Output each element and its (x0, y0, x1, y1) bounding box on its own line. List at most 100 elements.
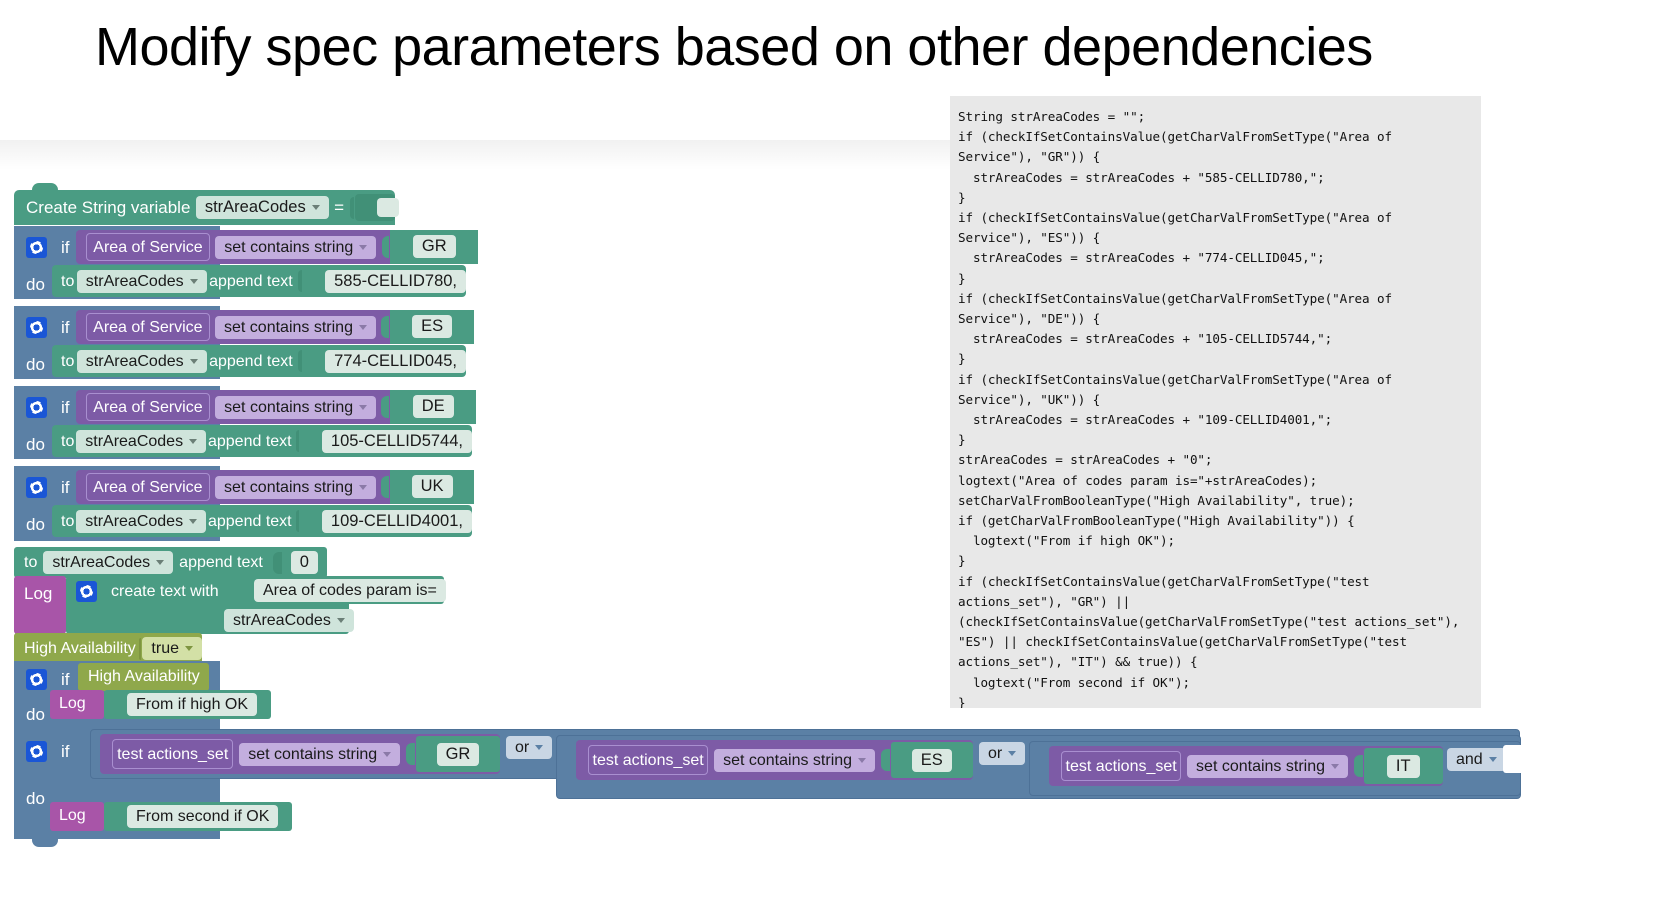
and-joiner-label: and (1456, 751, 1483, 768)
gear-icon[interactable] (26, 397, 47, 418)
condition-operand[interactable]: GR (436, 743, 480, 766)
condition-operand-block[interactable]: ES (390, 310, 474, 344)
log-if-high-text-socket[interactable]: From if high OK (104, 690, 271, 719)
block-condition[interactable]: Area of Service set contains string UK (76, 470, 474, 504)
block-condition[interactable]: Area of Service set contains string DE (76, 390, 477, 424)
create-text-item-literal-socket[interactable]: Area of codes param is= (236, 576, 446, 604)
high-availability-value-dropdown[interactable]: true (142, 637, 202, 660)
condition-field: test actions_set (592, 752, 704, 769)
or-joiner-dropdown-2[interactable]: or (979, 742, 1026, 765)
create-variable-value-socket[interactable] (355, 194, 400, 221)
chevron-down-icon (858, 757, 867, 763)
chevron-down-icon (311, 205, 320, 211)
condition-operator: set contains string (224, 318, 353, 336)
condition-field-chip[interactable]: Area of Service (86, 393, 210, 421)
log-second-if-text[interactable]: From second if OK (127, 805, 279, 828)
high-availability-label: High Availability (24, 640, 136, 657)
chevron-down-icon (156, 560, 165, 566)
condition-field: Area of Service (93, 319, 203, 336)
create-variable-label: Create String variable (26, 198, 191, 217)
append-text-value[interactable]: 105-CELLID5744, (321, 429, 472, 453)
condition-operator-dropdown[interactable]: set contains string (215, 395, 377, 419)
condition-operand-block[interactable]: GR (415, 736, 501, 772)
condition-operator-dropdown[interactable]: set contains string (215, 235, 377, 259)
condition-operator-dropdown[interactable]: set contains string (714, 748, 876, 772)
append-variable-dropdown[interactable]: strAreaCodes (76, 269, 207, 293)
condition-operand-block[interactable]: UK (390, 470, 474, 504)
condition-field-chip[interactable]: test actions_set (112, 739, 234, 769)
create-text-variable-dropdown[interactable]: strAreaCodes (224, 609, 354, 632)
condition-operator: set contains string (248, 745, 378, 763)
condition-field-chip[interactable]: Area of Service (86, 233, 210, 261)
condition-operand[interactable]: ES (911, 749, 952, 772)
chevron-down-icon (359, 404, 368, 410)
equals-label: = (334, 198, 345, 217)
block-append-text[interactable]: to strAreaCodes append text 774-CELLID04… (52, 345, 467, 377)
condition-group-2[interactable]: test actions_set set contains string ES (576, 740, 973, 780)
gear-icon[interactable] (26, 237, 47, 258)
create-text-label: create text with (111, 582, 219, 600)
block-log-if-high[interactable]: Log (50, 690, 104, 719)
log-second-if-text-socket[interactable]: From second if OK (104, 802, 292, 831)
append-text-label: append text (209, 352, 293, 370)
condition-operand[interactable]: IT (1386, 755, 1420, 778)
gear-icon[interactable] (26, 477, 47, 498)
gear-icon[interactable] (26, 317, 47, 338)
block-set-high-availability[interactable]: High Availability true (14, 633, 202, 664)
create-text-literal[interactable]: Area of codes param is= (254, 579, 446, 602)
condition-field-chip[interactable]: test actions_set (1061, 751, 1182, 781)
block-condition[interactable]: Area of Service set contains string GR (76, 230, 478, 264)
append-zero-value[interactable]: 0 (290, 551, 318, 574)
append-variable-dropdown[interactable]: strAreaCodes (76, 509, 207, 533)
gear-icon[interactable] (76, 580, 97, 602)
condition-operator: set contains string (224, 238, 354, 256)
condition-group-1[interactable]: test actions_set set contains string GR (100, 734, 501, 774)
append-variable-dropdown[interactable]: strAreaCodes (76, 349, 207, 373)
or-joiner-label: or (988, 745, 1003, 762)
append-text-value[interactable]: 585-CELLID780, (325, 269, 467, 293)
gear-icon[interactable] (26, 740, 47, 762)
condition-operator-dropdown[interactable]: set contains string (215, 475, 376, 499)
if-high-availability-condition[interactable]: High Availability (78, 663, 209, 691)
condition-operand[interactable]: ES (412, 315, 453, 338)
condition-group-3[interactable]: test actions_set set contains string IT (1049, 746, 1443, 786)
condition-operand-block[interactable]: GR (390, 230, 478, 264)
condition-operator-dropdown[interactable]: set contains string (215, 315, 376, 339)
condition-field-chip[interactable]: test actions_set (588, 745, 709, 775)
append-to-label: to (61, 512, 75, 530)
block-append-text[interactable]: to strAreaCodes append text 105-CELLID57… (52, 425, 472, 457)
block-append-text[interactable]: to strAreaCodes append text 109-CELLID40… (52, 505, 472, 537)
condition-field-chip[interactable]: Area of Service (86, 473, 210, 501)
condition-operator-dropdown[interactable]: set contains string (239, 742, 401, 766)
block-append-zero[interactable]: to strAreaCodes append text 0 (14, 547, 327, 578)
condition-operand[interactable]: DE (412, 395, 454, 418)
create-variable-value[interactable] (377, 198, 400, 217)
chevron-down-icon (358, 484, 367, 490)
create-variable-name-dropdown[interactable]: strAreaCodes (195, 196, 329, 219)
append-zero-variable-dropdown[interactable]: strAreaCodes (43, 551, 174, 574)
block-condition[interactable]: Area of Service set contains string ES (76, 310, 474, 344)
condition-operand-block[interactable]: ES (890, 742, 973, 778)
condition-operator-dropdown[interactable]: set contains string (1187, 754, 1348, 778)
append-variable-dropdown[interactable]: strAreaCodes (76, 429, 207, 453)
gear-icon[interactable] (26, 668, 47, 690)
condition-operand-block[interactable]: DE (390, 390, 477, 424)
or-joiner-dropdown-1[interactable]: or (506, 736, 553, 759)
append-text-value[interactable]: 109-CELLID4001, (321, 509, 472, 533)
and-joiner-dropdown[interactable]: and (1447, 748, 1506, 771)
log-if-high-text[interactable]: From if high OK (127, 693, 258, 716)
condition-operand[interactable]: UK (411, 475, 453, 498)
do-label: do (26, 789, 45, 808)
condition-operand-block[interactable]: IT (1363, 748, 1443, 784)
block-log[interactable]: Log (14, 576, 66, 634)
condition-operand[interactable]: GR (412, 235, 456, 258)
block-append-text[interactable]: to strAreaCodes append text 585-CELLID78… (52, 265, 467, 297)
create-text-variable-block[interactable]: strAreaCodes (218, 606, 354, 634)
condition-field: Area of Service (93, 479, 203, 496)
block-create-string-variable[interactable]: Create String variable strAreaCodes = (14, 183, 400, 225)
block-log-second-if[interactable]: Log (50, 802, 104, 831)
and-operand-socket[interactable] (1503, 745, 1525, 773)
condition-field-chip[interactable]: Area of Service (86, 313, 210, 341)
append-text-value[interactable]: 774-CELLID045, (325, 349, 467, 373)
